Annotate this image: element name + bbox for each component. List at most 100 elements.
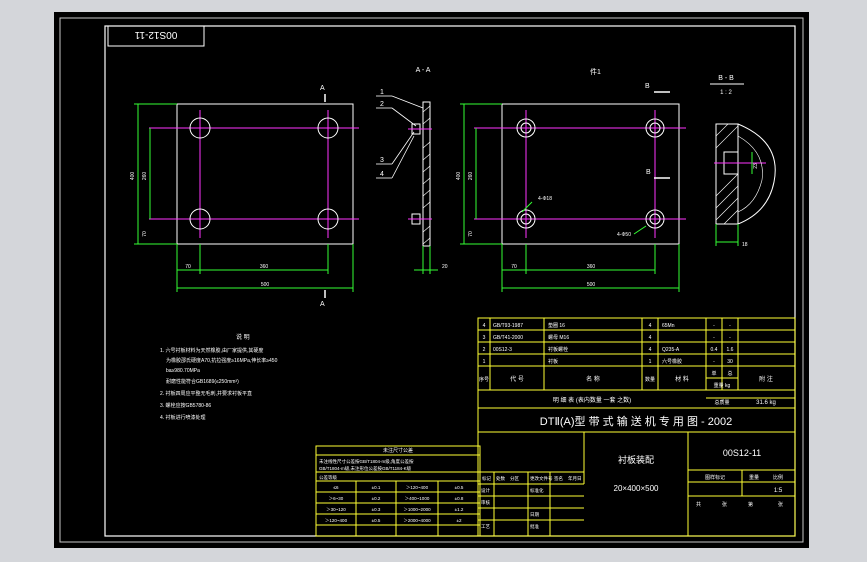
section-bb-arc-inner [737,135,763,213]
tol-cell: ＞2000~4000 [403,518,431,523]
dim-bb: 23 [753,163,759,169]
parts-header-mat: 材 料 [675,375,689,383]
notes-title: 说 明 [236,333,250,341]
role-label: 审核 [481,499,490,506]
hatch [422,105,431,245]
section-aa-plate [422,101,431,247]
title-stage-label: 图样标记 [705,474,725,481]
parts-header-unit: 单 [711,370,716,377]
cut-mark-a-bottom: A [320,301,325,308]
dim-left-inner: 360 [260,264,269,270]
tol-cell: ＞6~30 [329,496,344,501]
rev-header: 年月日 [568,475,582,482]
dim-bb2: 18 [742,242,748,248]
dim-part1-bottom: 70 [468,231,474,237]
rev-header: 签名 [554,475,563,482]
parts-header-no: 序号 [479,376,489,383]
title-scale: 1:5 [774,488,783,494]
dim-part1-hole-pitch: 260 [468,172,474,181]
section-bb-scale: 1 : 2 [720,90,732,96]
sheet-no2: 张 [778,501,783,508]
part1-hole-inner [520,213,532,225]
parts-cell-mat: Q235-A [662,347,680,353]
left-hole [317,117,339,139]
total-weight: 31.6 kg [756,400,776,406]
callout-2: 2 [380,101,384,108]
dim-left-hole-pitch: 260 [142,172,148,181]
dim-left-height: 400 [130,172,136,181]
dim-part1-inner: 360 [587,264,596,270]
parts-cell-name: 衬板螺栓 [548,346,568,353]
parts-cell-total: - [729,335,731,341]
section-bb-arc [737,123,776,225]
part1-hole-inner [649,122,661,134]
parts-header-code: 代 号 [510,375,524,383]
dim-thickness: 20 [442,264,448,270]
tol-cell: ±0.5 [455,485,464,490]
tol-table-frame [315,445,481,537]
part1-hole-outer [516,118,536,138]
parts-cell-unit: - [713,359,715,365]
sheet-no: 第 [748,501,753,508]
rev-header: 标记 [482,475,491,482]
dim-part1-offset: 70 [511,264,517,270]
parts-cell-unit: 0.4 [711,347,718,353]
cut-mark-b-mid: B [646,169,651,176]
role-extra: 日期 [530,512,539,518]
dim-part1-width: 500 [587,282,596,288]
title-scale-label: 比例 [773,474,783,481]
tol-line: 公差等级 [319,474,337,481]
tol-cell: ＞120~400 [406,485,429,490]
title-series: DTⅡ(A)型 带 式 输 送 机 专 用 图 - 2002 [540,414,732,428]
callout-4: 4 [380,171,384,178]
tol-cell: ＞30~120 [326,507,346,512]
cut-mark-b-top: B [645,83,650,90]
tol-cell: ±2 [457,518,462,523]
tol-cell: ＞120~400 [325,518,348,523]
parts-header-total: 总 [727,370,732,377]
tol-cell: ±1.2 [455,507,464,512]
part1-hole-outer [645,209,665,229]
tol-cell: ＞1000~2000 [403,507,431,512]
parts-header-name: 名 称 [586,375,600,383]
part1-hole-inner [520,122,532,134]
title-part-name: 衬板装配 [618,454,654,465]
parts-cell-code: 00S12-3 [493,347,512,353]
parts-cell-no: 3 [483,335,486,341]
sheet-label: 共 [696,501,701,508]
total-weight-label: 总质量 [714,399,729,406]
parts-cell-total: - [729,323,731,329]
title-code: 00S12-11 [723,448,761,458]
part1-label: 件1 [590,67,601,76]
tol-cell: ＞400~1000 [405,496,430,501]
left-hole [317,208,339,230]
tol-cell: ±0.8 [455,496,464,501]
parts-cell-unit: - [713,323,715,329]
left-plate [176,103,354,245]
callout-leaders [376,95,424,179]
section-aa-label: A - A [416,67,431,74]
parts-cell-qty: 1 [649,359,652,365]
callout-1: 1 [380,89,384,96]
dim-left-width: 500 [261,282,270,288]
part1-hole-outer [645,118,665,138]
rev-header: 分区 [510,475,519,482]
notes-line: 为橡胶邵氏硬度A70,抗拉强度≥16MPa,伸长率≥450 [166,357,278,364]
hatch [715,123,739,225]
parts-cell-total: 1.6 [727,347,734,353]
parts-cell-no: 4 [483,323,486,329]
parts-cell-code: GB/T41-2000 [493,335,523,341]
parts-cell-qty: 4 [649,347,652,353]
inner-frame [104,25,796,537]
title-block [477,407,796,537]
role-label: 设计 [481,487,490,494]
leader [633,225,647,235]
tol-line: 未注线性尺寸公差按GB/T1804-m级,角度公差按 [319,458,414,465]
cut-mark-a-top: A [320,85,325,92]
tol-cell: ±0.5 [372,518,381,523]
title-spec: 20×400×500 [614,484,659,493]
callout-3: 3 [380,157,384,164]
part1-hole-inner [649,213,661,225]
dim-left-offset: 70 [185,264,191,270]
